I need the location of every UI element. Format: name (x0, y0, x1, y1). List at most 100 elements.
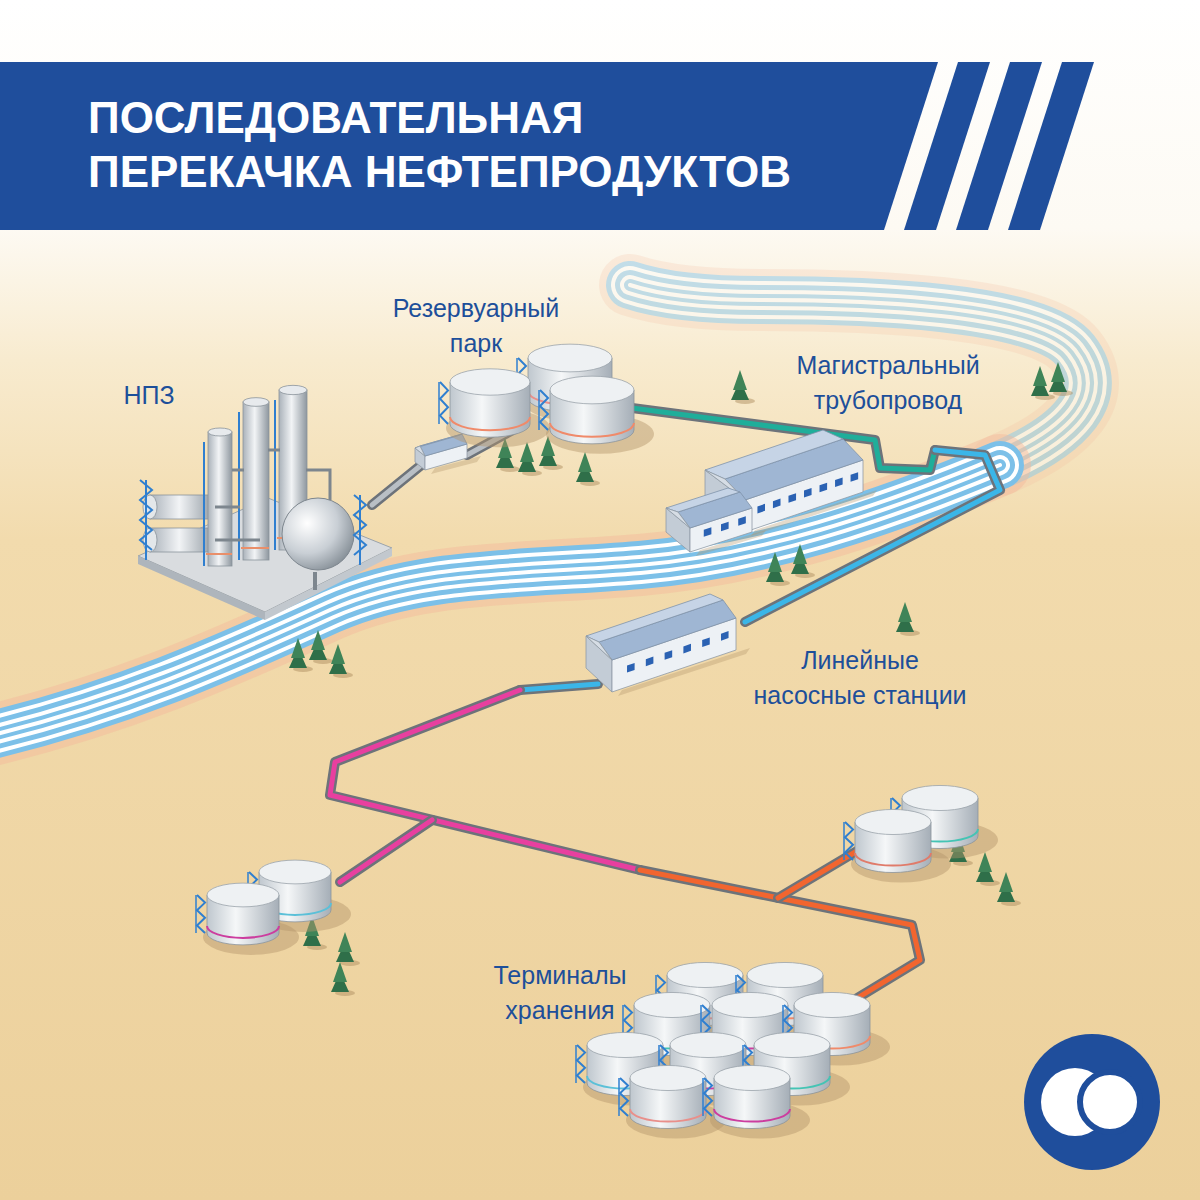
tree (896, 602, 920, 636)
tank-stripe (855, 853, 931, 866)
building-window (804, 488, 812, 498)
tree-crown (331, 644, 345, 664)
tank-stripe (630, 1109, 706, 1122)
tree-crown (333, 962, 347, 982)
tank-ladder (704, 1078, 712, 1116)
pipe-outer (520, 684, 598, 690)
pipeline (330, 690, 640, 870)
part-label: Линейные насосные станции (749, 643, 971, 713)
scaffold (140, 480, 152, 560)
building-window (835, 478, 843, 488)
building-window (721, 522, 729, 531)
pipe-inner (520, 684, 598, 690)
building-window (757, 504, 765, 514)
pipeline (372, 462, 425, 505)
building-window (820, 483, 828, 493)
column-top (279, 385, 307, 394)
refinery-column (239, 398, 269, 560)
tank-ladder (620, 1078, 628, 1116)
refinery-column (204, 428, 232, 566)
tank-roof (747, 962, 823, 987)
tree (309, 630, 333, 664)
tank-ladder (195, 895, 197, 933)
tree (518, 442, 542, 476)
building-window (721, 631, 729, 641)
tank-roof (630, 1065, 706, 1090)
tank-roof (550, 376, 634, 404)
tree-crown (291, 638, 305, 658)
band-stripe (1008, 62, 1094, 230)
tree-crown (733, 370, 747, 390)
storage-tank (619, 1065, 726, 1138)
tank-roof (754, 1032, 830, 1057)
tree-crown (1051, 362, 1065, 382)
column-body (208, 432, 232, 566)
sphere-leg (313, 572, 317, 590)
page-title: ПОСЛЕДОВАТЕЛЬНАЯ ПЕРЕКАЧКА НЕФТЕПРОДУКТО… (88, 91, 799, 199)
tank-ladder (702, 1078, 704, 1116)
building-window (683, 644, 691, 654)
tree (289, 638, 313, 672)
tree (1031, 366, 1055, 400)
storage-tank (196, 883, 299, 955)
refinery-sphere (282, 498, 354, 570)
tree-crown (1033, 366, 1047, 386)
refinery-platform (138, 556, 265, 620)
tank-stripe (550, 423, 634, 437)
tank-roof (794, 992, 870, 1017)
building-window (702, 637, 710, 647)
building-window (704, 527, 712, 536)
tree (336, 932, 360, 966)
pipe-inner (330, 690, 640, 870)
tree-crown (898, 602, 912, 622)
tree-crown (768, 552, 782, 572)
tank-ladder (843, 822, 845, 860)
pipeline (340, 820, 432, 882)
logo-disc (1024, 1034, 1160, 1170)
building (586, 594, 750, 696)
tank-stripe (450, 417, 530, 430)
tank-ladder (618, 1078, 620, 1116)
tree-crown (978, 852, 992, 872)
column-top (243, 398, 269, 407)
tree-crown (338, 932, 352, 952)
column-top (208, 428, 232, 436)
tree (997, 872, 1021, 906)
building-window (788, 493, 796, 503)
pipe-inner (340, 820, 432, 882)
tree-crown (999, 872, 1013, 892)
building (666, 488, 766, 556)
building-window (646, 657, 654, 667)
drum-body (150, 528, 215, 552)
tank-roof (670, 1032, 746, 1057)
tank-roof (207, 883, 279, 907)
tree-crown (311, 630, 325, 650)
storage-tank (439, 369, 550, 447)
tank-ladder (540, 390, 548, 430)
column-body (243, 402, 269, 560)
part-label: Терминалы хранения (489, 958, 631, 1028)
pipe-outer (372, 462, 425, 505)
tank-ladder (575, 1045, 577, 1083)
column-ladder (274, 400, 276, 550)
tree-crown (793, 544, 807, 564)
tank-roof (712, 992, 788, 1017)
tank-roof (902, 785, 978, 810)
pipe-outer (330, 690, 640, 870)
title-band (0, 62, 938, 230)
tree (976, 852, 1000, 886)
tank-ladder (197, 895, 205, 933)
tree (791, 544, 815, 578)
tank-roof (450, 369, 530, 395)
part-label: Резервуарный парк (389, 291, 564, 361)
tank-roof (587, 1032, 663, 1057)
column-band (206, 553, 232, 555)
building-roof (705, 430, 843, 479)
logo-circle (1080, 1072, 1140, 1132)
tree (731, 370, 755, 404)
building-gable (666, 508, 690, 528)
part-label: Магистральный трубопровод (792, 348, 984, 418)
building-window (851, 472, 859, 482)
tank-ladder (538, 390, 540, 430)
